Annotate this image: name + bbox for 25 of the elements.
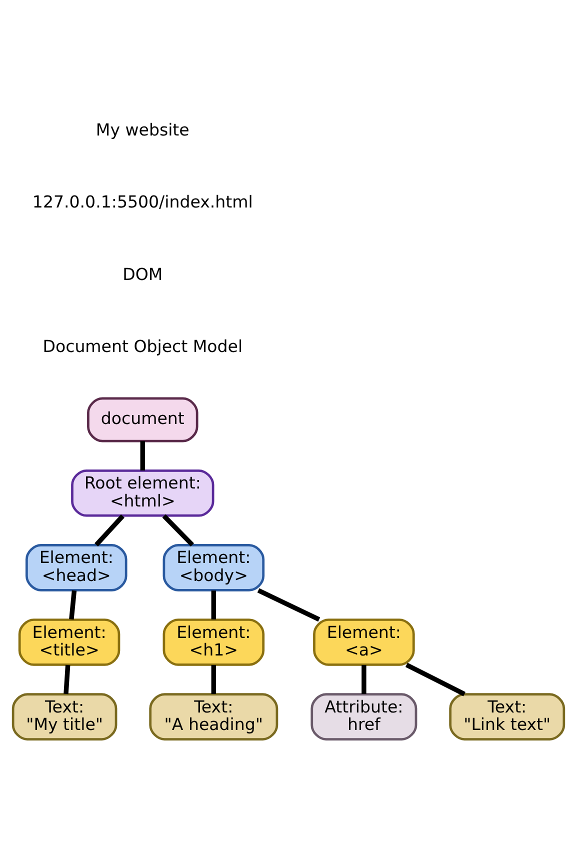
- connector: [211, 665, 216, 694]
- connector: [162, 514, 194, 547]
- node-box: Text: "Link text": [449, 693, 566, 740]
- node-box: Attribute: href: [310, 693, 418, 740]
- connector: [257, 588, 320, 622]
- label: DOM: [122, 264, 163, 284]
- connector: [211, 590, 216, 620]
- node-box: Element: <title>: [18, 618, 120, 666]
- node-box: Text: "My title": [12, 693, 118, 740]
- label: 127.0.0.1:5500/index.html: [32, 192, 253, 212]
- label: Document Object Model: [42, 336, 243, 356]
- connector: [405, 662, 466, 696]
- node-box: Element: <body>: [162, 544, 265, 592]
- connector: [94, 514, 125, 546]
- node-box: Element: <h1>: [162, 618, 265, 666]
- label: My website: [96, 120, 190, 140]
- node-box: Element: <head>: [26, 544, 128, 592]
- connector: [362, 665, 366, 694]
- node-box: Root element: <html>: [71, 469, 214, 517]
- connector: [64, 664, 70, 694]
- node-box: document: [87, 397, 198, 442]
- node-box: Element: <a>: [313, 618, 415, 666]
- connector: [69, 590, 77, 620]
- connector: [140, 441, 146, 470]
- node-box: Text: "A heading": [149, 693, 278, 740]
